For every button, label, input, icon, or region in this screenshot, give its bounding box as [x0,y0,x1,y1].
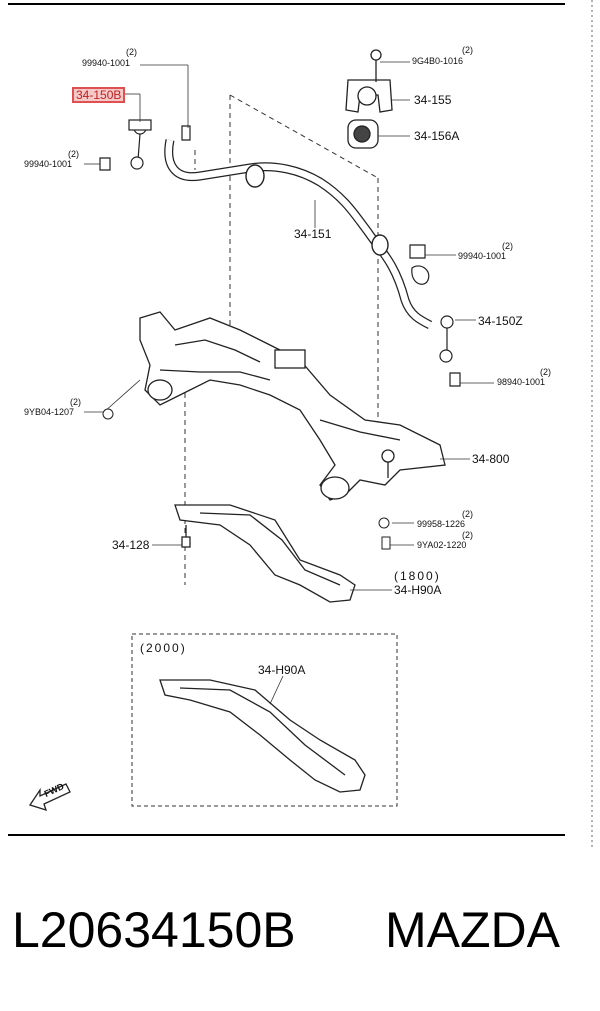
qty-99940-left: (2) [68,149,79,159]
part-label-34-800[interactable]: 34-800 [472,452,510,466]
part-label-34-150Z[interactable]: 34-150Z [478,314,523,328]
lower-member-2000 [159,679,366,793]
part-number-caption: L20634150B [12,902,296,958]
part-label-34-151[interactable]: 34-151 [294,227,332,241]
bushing-34-156A [347,119,379,149]
part-label-34-155[interactable]: 34-155 [414,93,452,107]
part-label-99940-top[interactable]: 99940-1001 [82,58,131,68]
qty-9YB04: (2) [70,397,81,407]
qty-98940: (2) [540,367,551,377]
leader-lines [84,61,494,705]
part-label-34-156A[interactable]: 34-156A [414,129,460,143]
stabilizer-bar [164,139,433,330]
qty-99958: (2) [462,509,473,519]
link-34-150B [99,119,191,171]
qty-99940-right: (2) [502,241,513,251]
link-34-150Z [409,244,461,387]
qty-9YA02: (2) [462,530,473,540]
qty-9G4B0: (2) [462,45,473,55]
lower-member-1800 [174,504,356,603]
qty-99940-top: (2) [126,47,137,57]
part-label-98940[interactable]: 98940-1001 [497,377,546,387]
bracket-34-155 [345,49,393,113]
fwd-arrow-icon [28,783,71,811]
variant-label-2000: (2000) [140,641,187,655]
crossmember-34-800 [139,311,446,501]
part-label-34-128[interactable]: 34-128 [112,538,150,552]
inset-box [131,633,398,807]
part-label-9YA02[interactable]: 9YA02-1220 [417,540,467,550]
part-label-34-H90A[interactable]: 34-H90A [394,583,442,597]
part-label-34-H90A-inset[interactable]: 34-H90A [258,663,306,677]
part-label-9YB04[interactable]: 9YB04-1207 [24,407,75,417]
parts-diagram [8,0,593,850]
brand-caption: MAZDA [385,902,560,958]
part-label-99940-left[interactable]: 99940-1001 [24,159,73,169]
variant-label-1800: (1800) [394,569,441,583]
part-label-99958[interactable]: 99958-1226 [417,519,466,529]
part-label-9G4B0[interactable]: 9G4B0-1016 [412,56,464,66]
part-label-99940-right[interactable]: 99940-1001 [458,251,507,261]
part-label-34-150B-highlighted[interactable]: 34-150B [72,87,126,103]
dashed-guides [184,94,379,585]
